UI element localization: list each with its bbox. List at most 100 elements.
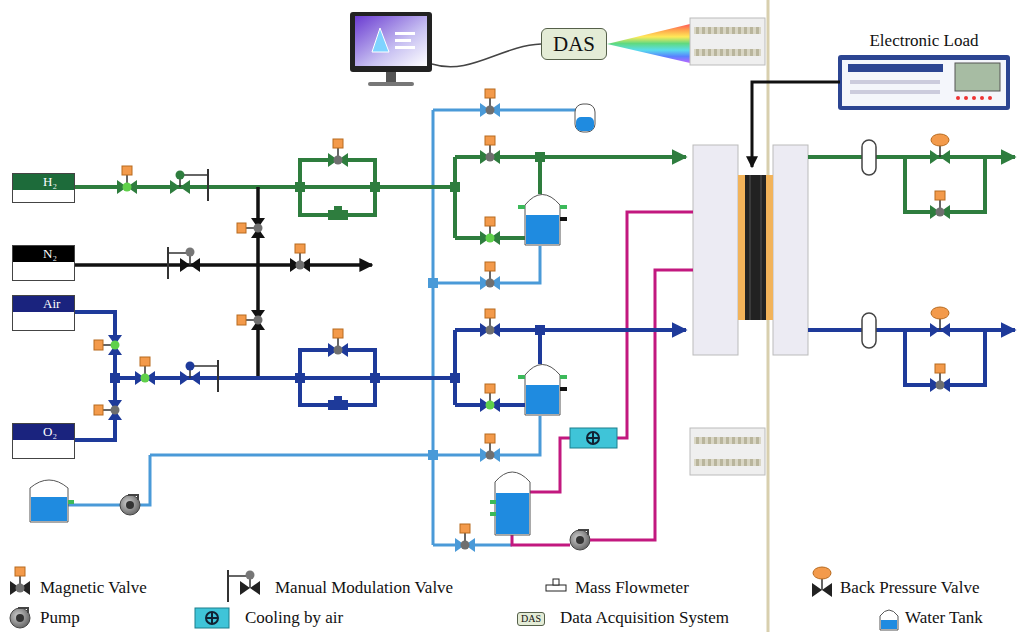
- legend-symbol-text: DAS: [517, 612, 545, 626]
- legend-symbol: [881, 620, 897, 629]
- hydrogen-line: [905, 157, 985, 212]
- signal-fan: [607, 24, 690, 63]
- mass-flowmeter: [328, 206, 348, 410]
- computer-monitor: [355, 16, 427, 66]
- electronic-load-device: [838, 55, 1010, 110]
- gas-label-band: N₂: [13, 246, 74, 262]
- cooling-unit: [587, 432, 599, 444]
- computer-monitor: [395, 46, 415, 49]
- cable: [432, 44, 541, 67]
- clamp-plate: [694, 459, 761, 466]
- pipe-junction: [535, 325, 545, 335]
- gas-source-box: H₂: [12, 173, 75, 203]
- magnetic-valve: [480, 217, 500, 245]
- legend-text: Mass Flowmeter: [575, 577, 689, 599]
- water-tank: [575, 104, 595, 132]
- node-text: N₂: [43, 247, 74, 261]
- electronic-load-device: [955, 63, 1000, 91]
- legend-symbol: [228, 570, 260, 602]
- gas-box-lower: [13, 312, 74, 330]
- gas-label-band: Air: [13, 296, 74, 312]
- magnetic-valve: [237, 218, 265, 238]
- pipe-junction: [450, 373, 460, 383]
- humidifier-tank: [560, 375, 567, 379]
- magnetic-valve: [94, 400, 122, 420]
- load-arrow: [752, 82, 840, 167]
- magnetic-valve: [328, 139, 348, 167]
- water-tank: [31, 497, 67, 521]
- legend-text: Manual Modulation Valve: [275, 577, 453, 599]
- gas-box-lower: [13, 440, 74, 458]
- legend-symbol: [553, 579, 559, 585]
- air-line: [75, 312, 115, 440]
- fuel-cell-stack: [761, 175, 762, 320]
- water-tank: [576, 117, 594, 131]
- legend-text: Data Acquisition System: [560, 607, 729, 629]
- node-text: Air: [43, 297, 74, 311]
- node-text: O₂: [43, 425, 74, 439]
- legend-symbol: [546, 585, 566, 591]
- pressure-regulator: [180, 360, 218, 392]
- mass-flowmeter: [328, 396, 348, 410]
- fuel-cell-stack: [693, 145, 808, 355]
- computer-monitor: [395, 39, 411, 42]
- humidifier-tank: [560, 387, 567, 391]
- magnetic-valve: [930, 364, 950, 392]
- legend-symbol: [206, 612, 218, 624]
- humidifier-tank: [560, 205, 567, 209]
- fuel-cell-stack: [750, 175, 751, 320]
- electronic-load-device: [838, 55, 1010, 110]
- node-text: Electronic Load: [838, 31, 1010, 51]
- separator: [862, 313, 876, 348]
- computer-monitor: [372, 28, 389, 52]
- das-box: DAS: [541, 28, 607, 60]
- clamp-plate: [694, 437, 761, 444]
- magnetic-valve: [94, 89, 950, 552]
- coolant-line: [512, 535, 570, 545]
- humidifier-tank: [518, 195, 567, 416]
- air-line: [75, 312, 1015, 440]
- legend-text: Pump: [40, 607, 80, 629]
- electronic-load-device: [964, 96, 968, 100]
- humidifier-tank: [525, 365, 560, 416]
- magnetic-valve: [480, 434, 500, 462]
- electronic-load-device: [848, 64, 943, 72]
- gas-label-band: O₂: [13, 424, 74, 440]
- gas-box-lower: [13, 190, 74, 202]
- pressure-regulator: [170, 169, 218, 392]
- pressure-regulator: [170, 169, 208, 201]
- manual-valve: [168, 247, 200, 279]
- coolant-tank: [496, 493, 529, 534]
- electronic-load-device: [980, 96, 984, 100]
- water-line: [140, 455, 150, 505]
- magnetic-valve: [480, 262, 500, 290]
- pump-symbol: [570, 530, 590, 550]
- node-text: H₂: [43, 175, 74, 189]
- fuel-cell-stack: [773, 145, 808, 355]
- pipe-junction: [370, 182, 380, 192]
- legend-symbol: [812, 567, 832, 597]
- electronic-load-device: [850, 80, 940, 84]
- gas-source-box: N₂: [12, 245, 75, 281]
- legend-symbol: [10, 567, 30, 595]
- gas-box-lower: [13, 262, 74, 280]
- magnetic-valve: [480, 136, 500, 164]
- clamp-plate: [690, 18, 765, 65]
- legend-text: Back Pressure Valve: [840, 577, 979, 599]
- water-tank: [30, 104, 595, 522]
- air-line: [905, 330, 985, 385]
- signal-fan: [607, 24, 690, 63]
- separator: [862, 140, 876, 175]
- computer-monitor: [386, 72, 396, 82]
- legend-symbol: [206, 612, 218, 624]
- back-pressure-valve: [930, 134, 950, 164]
- pipe-junction: [428, 278, 438, 288]
- pipe-junction: [450, 182, 460, 192]
- clamp-plate: [690, 428, 765, 475]
- pipe-junction: [295, 373, 305, 383]
- magnetic-valve: [930, 191, 950, 219]
- fuel-cell-stack: [693, 145, 738, 355]
- separator: [862, 140, 876, 348]
- legend-symbol: [10, 567, 898, 630]
